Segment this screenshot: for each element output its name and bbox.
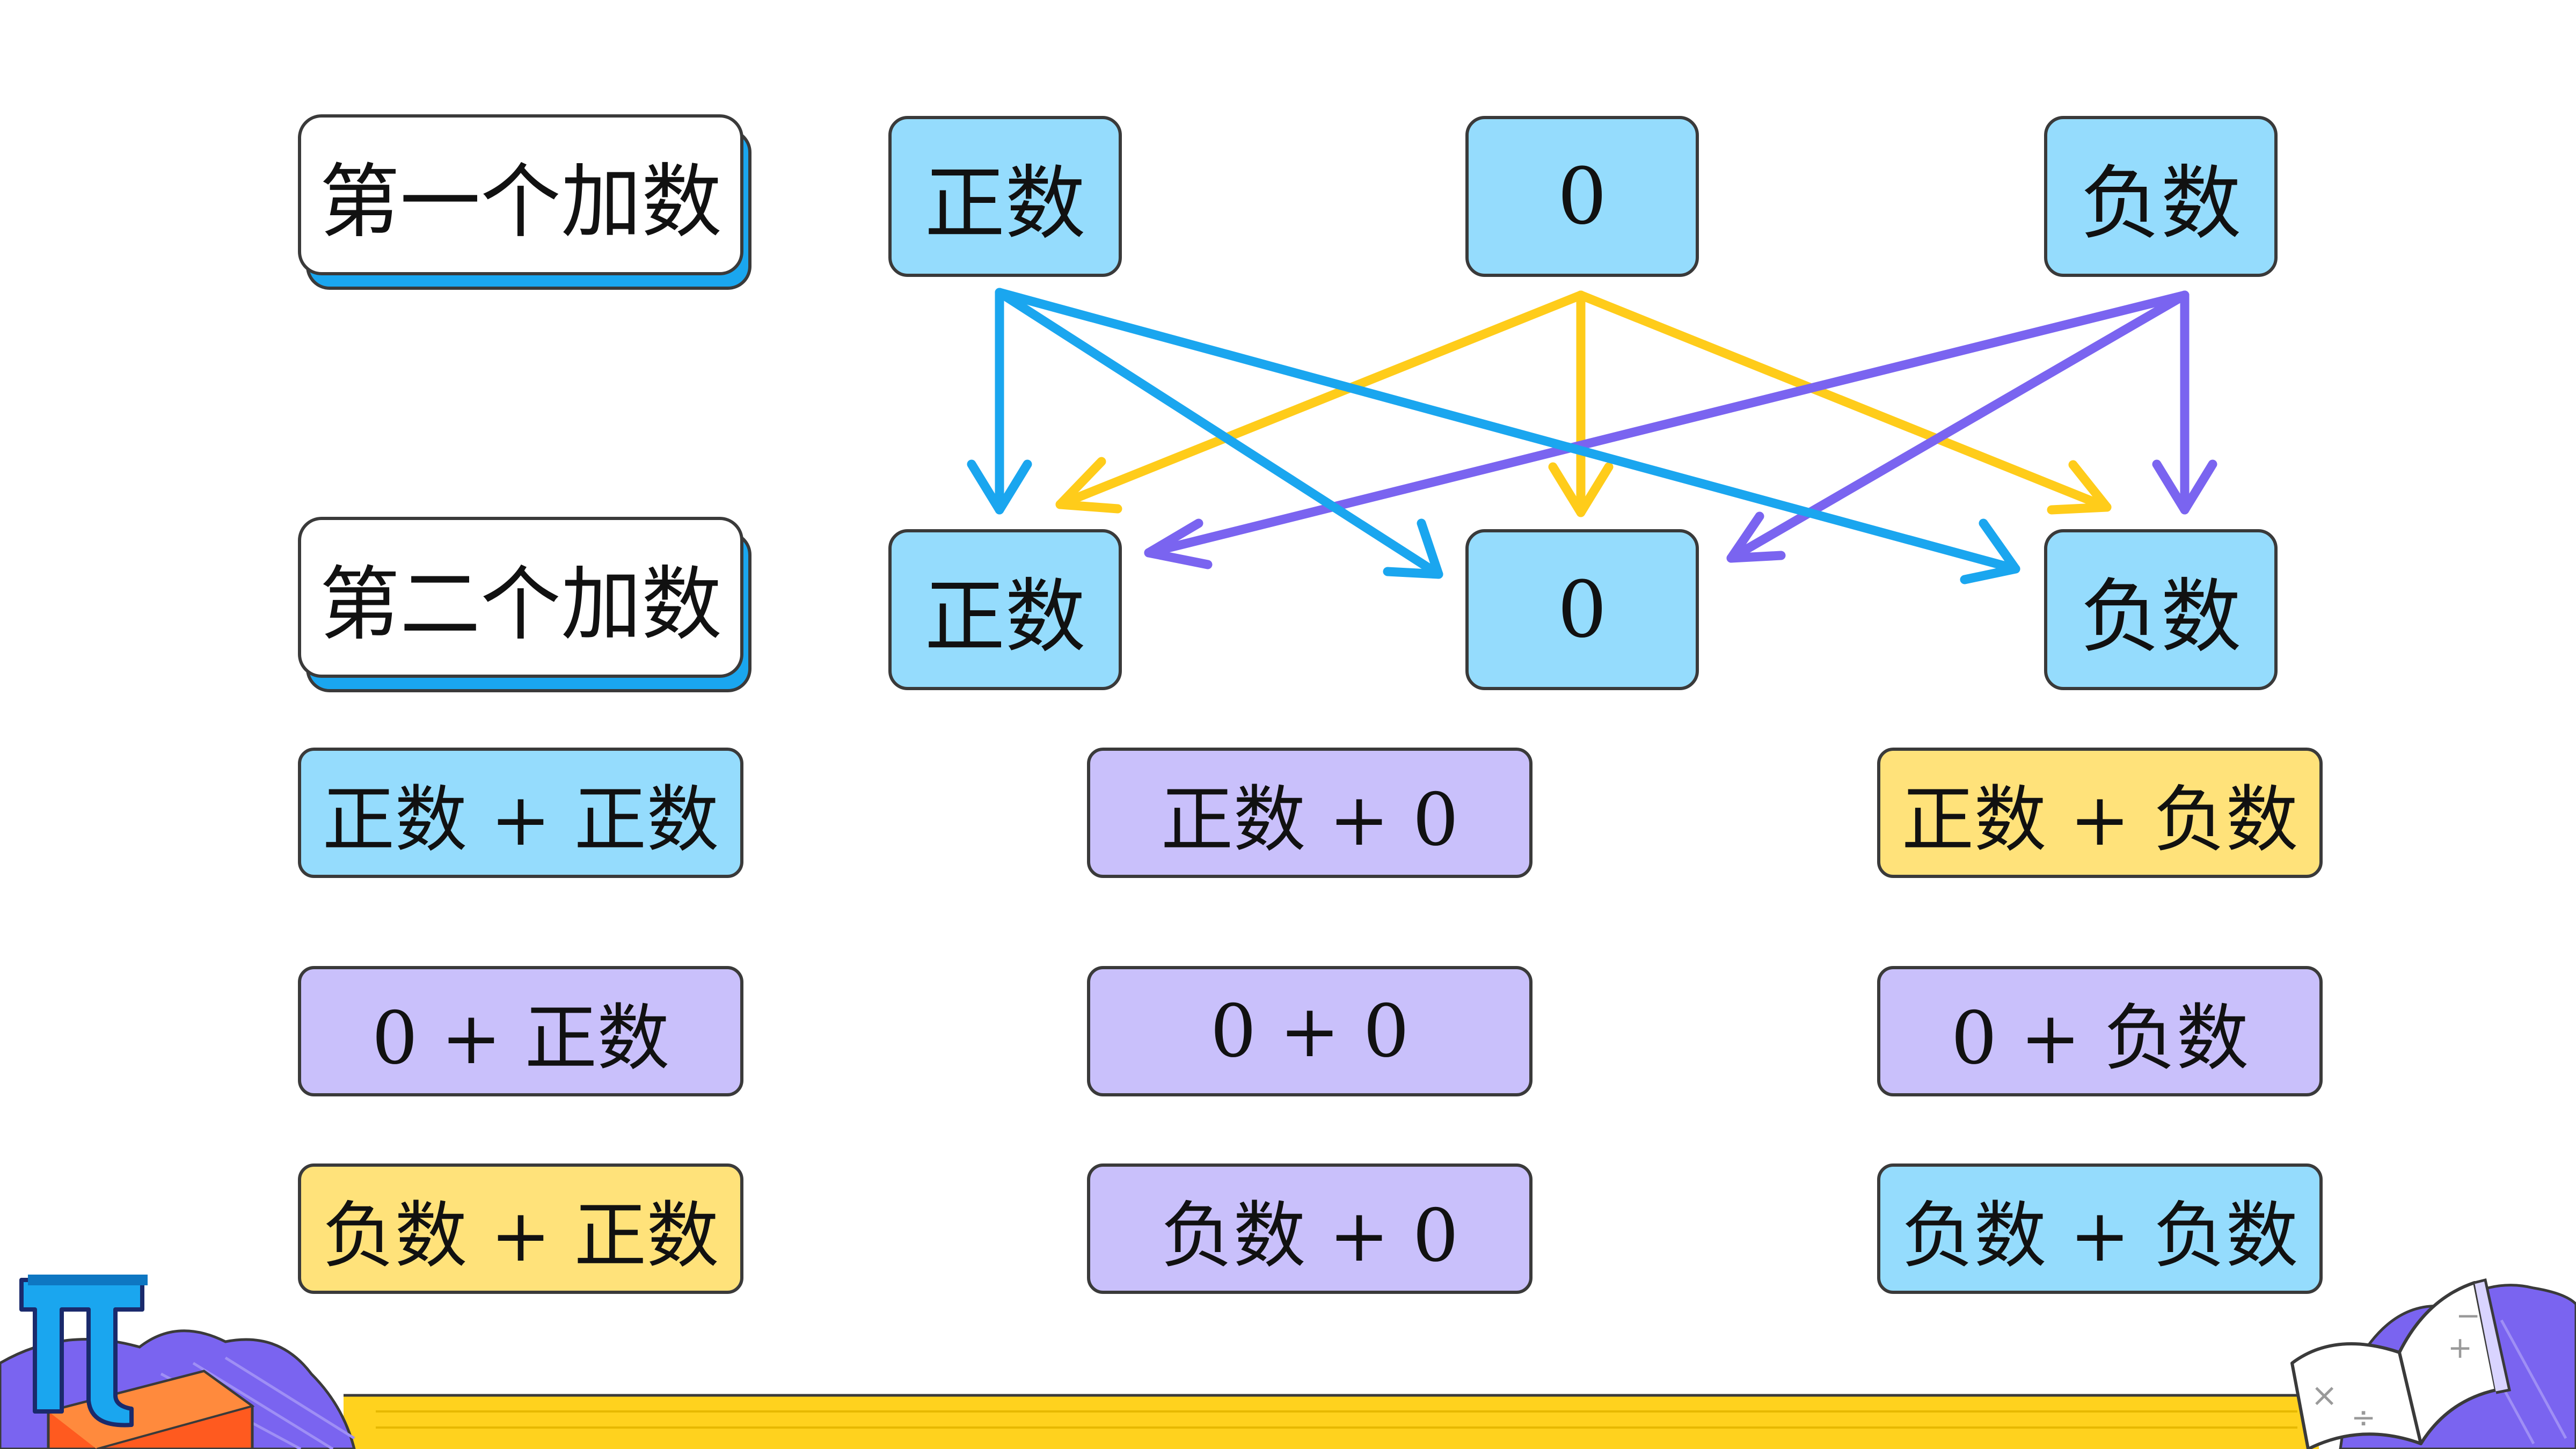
- bottom-node-negative: 负数: [2044, 529, 2278, 690]
- book-icon: × ÷ + −: [2290, 1278, 2511, 1449]
- arrowhead-zero-to-zero: [1548, 462, 1614, 517]
- arrowhead-positive-to-zero: [1383, 518, 1443, 579]
- arrowhead-negative-to-positive: [1144, 518, 1213, 569]
- combo-zero-plus-positive: 0 + 正数: [298, 966, 743, 1096]
- combo-negative-plus-positive: 负数 + 正数: [298, 1163, 743, 1294]
- top-node-zero: 0: [1465, 116, 1699, 277]
- arrow-negative-to-positive: [1144, 290, 2190, 558]
- arrowhead-negative-to-negative: [2152, 459, 2217, 515]
- svg-text:+: +: [2448, 1330, 2472, 1365]
- top-node-negative: 负数: [2044, 116, 2278, 277]
- arrows-from-positive: [967, 288, 2020, 584]
- arrowhead-positive-to-negative: [1960, 518, 2020, 584]
- arrow-zero-to-negative: [1576, 290, 2112, 512]
- arrowhead-zero-to-positive: [1055, 457, 1122, 514]
- second-addend-label: 第二个加数: [298, 517, 743, 678]
- combo-zero-plus-zero: 0 + 0: [1087, 966, 1533, 1096]
- arrowhead-zero-to-negative: [2047, 460, 2112, 515]
- arrow-zero-to-positive: [1055, 290, 1586, 509]
- svg-text:−: −: [2456, 1298, 2480, 1333]
- combo-positive-plus-zero: 正数 + 0: [1087, 748, 1533, 878]
- pi-icon: [19, 1275, 148, 1428]
- arrows-from-zero: [1055, 290, 2112, 517]
- footer-bar: [344, 1395, 2319, 1449]
- combo-zero-plus-negative: 0 + 负数: [1877, 966, 2323, 1096]
- first-addend-label: 第一个加数: [298, 114, 743, 275]
- combo-negative-plus-zero: 负数 + 0: [1087, 1163, 1533, 1294]
- arrowhead-negative-to-zero: [1726, 511, 1786, 563]
- combo-positive-plus-negative: 正数 + 负数: [1877, 748, 2323, 878]
- bottom-node-zero: 0: [1465, 529, 1699, 690]
- top-node-positive: 正数: [888, 116, 1122, 277]
- svg-text:÷: ÷: [2351, 1400, 2376, 1435]
- svg-text:×: ×: [2311, 1377, 2338, 1414]
- arrowhead-positive-to-positive: [967, 459, 1032, 515]
- bottom-node-positive: 正数: [888, 529, 1122, 690]
- arrow-positive-to-zero: [995, 288, 1443, 579]
- arrow-positive-to-negative: [995, 288, 2020, 574]
- combo-positive-plus-positive: 正数 + 正数: [298, 748, 743, 878]
- combo-negative-plus-negative: 负数 + 负数: [1877, 1163, 2323, 1294]
